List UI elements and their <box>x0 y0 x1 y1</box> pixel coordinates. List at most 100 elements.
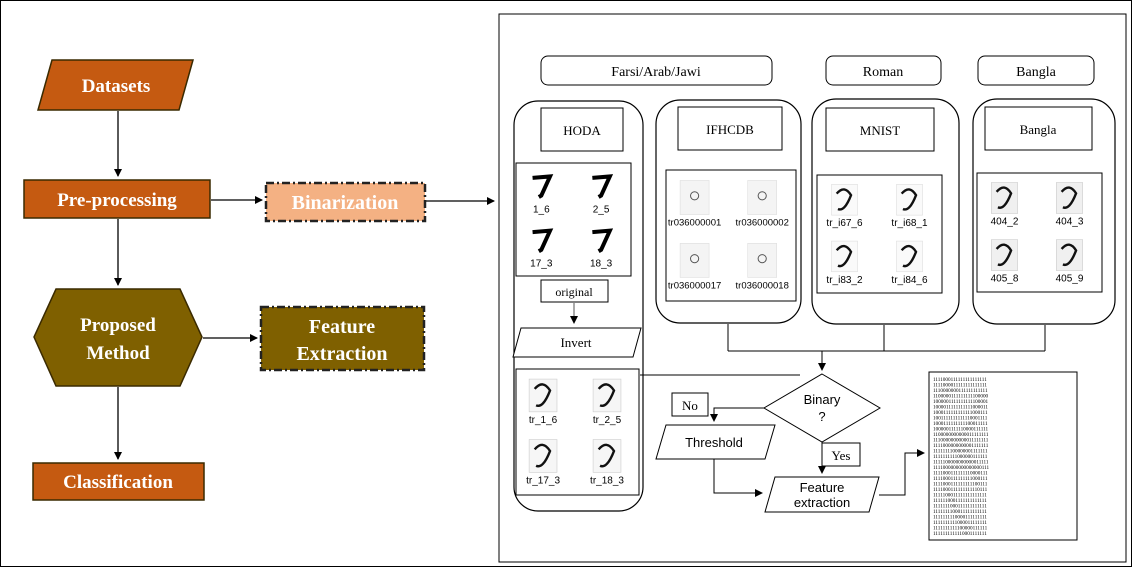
matrix-row: 1000111111111100011111 <box>933 421 988 427</box>
sample-thumbnail <box>588 225 614 256</box>
matrix-row: 1111111111110001111111 <box>933 531 987 537</box>
feature-label-1: Feature <box>309 316 375 338</box>
matrix-row: 1111111111000011111111 <box>933 520 987 526</box>
decision-label-1: Binary <box>804 392 841 407</box>
matrix-row: 1111000011111111111111 <box>933 383 987 389</box>
ifhcdb-column <box>655 99 802 324</box>
sample-thumbnail <box>528 439 558 473</box>
original-label: original <box>555 285 593 299</box>
matrix-row: 1111000000000001111111 <box>933 443 989 449</box>
matrix-row: 1000001111111111100001 <box>933 399 989 405</box>
sample-caption: 17_3 <box>530 259 553 270</box>
classification-label: Classification <box>63 472 173 493</box>
sample-caption: tr_i83_2 <box>826 275 863 286</box>
sample-thumbnail <box>747 243 777 278</box>
invert-box <box>512 327 642 358</box>
mnist-title: MNIST <box>860 123 901 138</box>
sample-caption: 404_3 <box>1056 216 1084 227</box>
preprocessing-label: Pre-processing <box>57 190 177 211</box>
bangla-title: Bangla <box>1020 122 1057 137</box>
matrix-row: 1111111110000111111111 <box>933 515 987 521</box>
sample-caption: tr036000002 <box>736 218 789 229</box>
proposed-label-1: Proposed <box>80 315 156 336</box>
binarization-box <box>264 181 427 223</box>
binarization-label: Binarization <box>292 192 399 214</box>
sample-caption: tr_i67_6 <box>826 218 863 229</box>
sample-caption: 405_8 <box>991 274 1019 285</box>
sample-thumbnail <box>991 239 1018 271</box>
binary-matrix: 1111000111111111111111111100001111111111… <box>933 377 990 537</box>
sample-thumbnail <box>588 171 614 202</box>
matrix-row: 1111000111111110000111 <box>933 471 988 477</box>
sample-caption: tr_18_3 <box>590 475 624 486</box>
matrix-row: 1111100011111111111111 <box>933 493 987 499</box>
sample-thumbnail <box>896 240 923 273</box>
matrix-row: 1000011111111111000011 <box>933 405 988 411</box>
feature-extraction-step <box>764 476 880 513</box>
hoda-column <box>513 100 644 512</box>
feature-extraction-box <box>259 305 426 372</box>
arrow-threshold-feature <box>713 459 763 497</box>
sample-caption: tr_i84_6 <box>891 275 928 286</box>
sample-caption: tr_17_3 <box>526 475 560 486</box>
matrix-row: 1110000000000011111111 <box>933 438 989 444</box>
sample-caption: tr_i68_1 <box>891 218 928 229</box>
datasets-label: Datasets <box>82 76 151 97</box>
sample-thumbnail <box>592 439 622 473</box>
matrix-row: 1110000000111111111111 <box>933 388 988 394</box>
ifhcdb-title-box <box>677 106 783 151</box>
mnist-title-box <box>825 107 935 152</box>
sample-thumbnail <box>528 171 555 202</box>
sample-caption: 405_9 <box>1056 274 1084 285</box>
matrix-row: 1111111111000000111111 <box>933 454 988 460</box>
group-roman-label: Roman <box>863 65 903 80</box>
sample-caption: 1_6 <box>533 204 550 215</box>
matrix-row: 1111000000000000000111 <box>933 465 990 471</box>
yes-label: Yes <box>832 448 851 463</box>
sample-caption: tr_2_5 <box>593 415 622 426</box>
sample-caption: tr036000018 <box>736 280 789 291</box>
matrix-row: 1100000111111111100000 <box>933 394 989 400</box>
matrix-row: 1000111111111111000111 <box>933 410 988 416</box>
mnist-sample-grid: tr_i67_6 tr_i68_1 tr_i83_2 tr_i84_6 <box>826 184 928 286</box>
feature-label-2: Extraction <box>296 343 387 365</box>
matrix-row: 1111110001111111111111 <box>933 498 987 504</box>
threshold-box <box>655 424 776 460</box>
sample-thumbnail <box>679 243 710 278</box>
threshold-label: Threshold <box>685 435 743 450</box>
matrix-row: 1111111000111111111111 <box>933 504 987 510</box>
matrix-row: 1100000000000011111111 <box>933 432 989 438</box>
matrix-row: 1111000111111111000111 <box>933 476 988 482</box>
sample-thumbnail <box>991 182 1018 214</box>
sample-thumbnail <box>679 180 710 215</box>
sample-caption: 18_3 <box>590 259 613 270</box>
ifhcdb-title: IFHCDB <box>706 122 754 137</box>
preprocessing-box <box>23 179 211 219</box>
arrow-no <box>710 407 764 422</box>
arrow-to-matrix <box>879 449 925 496</box>
bangla-column <box>972 98 1116 325</box>
group-farsi-label: Farsi/Arab/Jawi <box>611 65 701 80</box>
mnist-column <box>811 98 960 325</box>
no-label: No <box>682 398 698 413</box>
matrix-row: 1000001111110000111111 <box>933 427 989 433</box>
binary-matrix-box <box>928 371 1078 541</box>
sample-thumbnail <box>1056 182 1083 214</box>
proposed-label-2: Method <box>86 343 150 364</box>
decision-label-2: ? <box>818 409 825 424</box>
matrix-row: 1111000111111111110111 <box>933 487 988 493</box>
matrix-row: 1111111100000001111111 <box>933 449 988 455</box>
group-bangla-label: Bangla <box>1016 65 1056 80</box>
original-box <box>540 279 609 303</box>
hoda-title: HODA <box>563 123 601 138</box>
sample-thumbnail <box>592 378 622 413</box>
sample-caption: 2_5 <box>593 204 610 215</box>
matrix-row: 1111100000000000011111 <box>933 460 989 466</box>
proposed-method-shape <box>33 288 203 387</box>
sample-thumbnail <box>528 378 558 413</box>
matrix-row: 1111000111111111100111 <box>933 482 988 488</box>
